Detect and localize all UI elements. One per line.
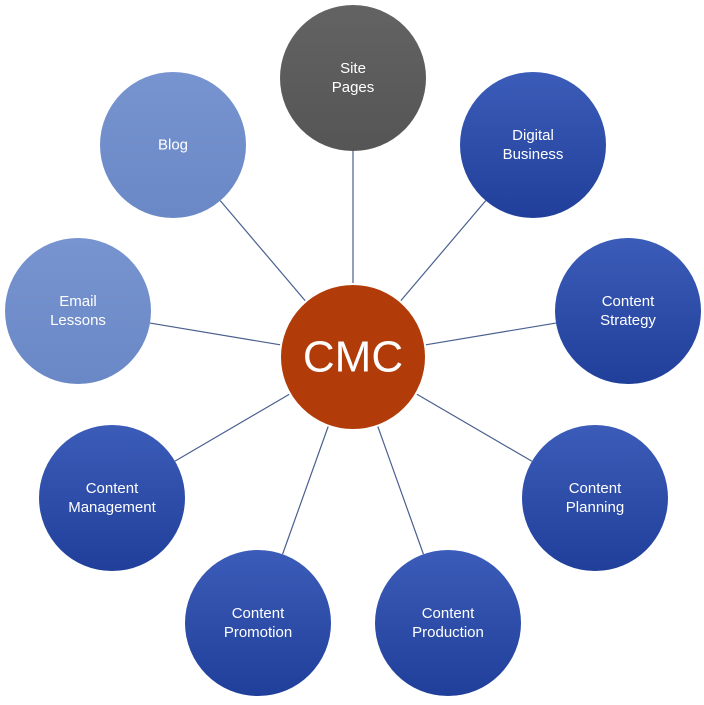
node-label-site-pages: Site <box>340 60 366 77</box>
node-circle-content-planning <box>522 425 668 571</box>
center-circle <box>279 283 427 431</box>
connector-content-planning <box>415 393 533 462</box>
node-label-content-strategy: Strategy <box>600 312 656 329</box>
node-blog: Blog <box>100 72 246 218</box>
node-circle-content-promotion <box>185 550 331 696</box>
connectors <box>149 151 557 555</box>
node-circle-email-lessons <box>5 238 151 384</box>
node-label-blog: Blog <box>158 137 188 154</box>
center-label: CMC <box>303 333 403 382</box>
satellite-nodes: SitePagesDigitalBusinessContentStrategyC… <box>5 5 701 696</box>
connector-content-promotion <box>281 425 330 555</box>
connector-email-lessons <box>149 322 282 346</box>
node-label-content-promotion: Content <box>232 605 285 622</box>
connector-blog <box>219 200 307 302</box>
node-label-digital-business: Digital <box>512 127 554 144</box>
node-label-content-production: Production <box>412 624 484 641</box>
node-circle-blog <box>100 72 246 218</box>
connector-content-management <box>174 393 291 462</box>
node-label-content-strategy: Content <box>602 293 655 310</box>
node-circle-content-management <box>39 425 185 571</box>
node-label-email-lessons: Lessons <box>50 312 106 329</box>
node-label-content-planning: Content <box>569 480 622 497</box>
node-circle-content-strategy <box>555 238 701 384</box>
node-circle-content-production <box>375 550 521 696</box>
connector-content-production <box>376 425 425 555</box>
connector-content-strategy <box>424 322 557 346</box>
node-label-content-planning: Planning <box>566 499 624 516</box>
node-label-content-promotion: Promotion <box>224 624 292 641</box>
node-label-site-pages: Pages <box>332 79 375 96</box>
node-label-content-production: Content <box>422 605 475 622</box>
node-label-email-lessons: Email <box>59 293 97 310</box>
node-label-digital-business: Business <box>503 146 564 163</box>
node-label-content-management: Content <box>86 480 139 497</box>
node-label-content-management: Management <box>68 499 156 516</box>
center-node: CMC <box>279 283 427 431</box>
connector-digital-business <box>399 200 487 302</box>
node-circle-site-pages <box>280 5 426 151</box>
node-circle-digital-business <box>460 72 606 218</box>
